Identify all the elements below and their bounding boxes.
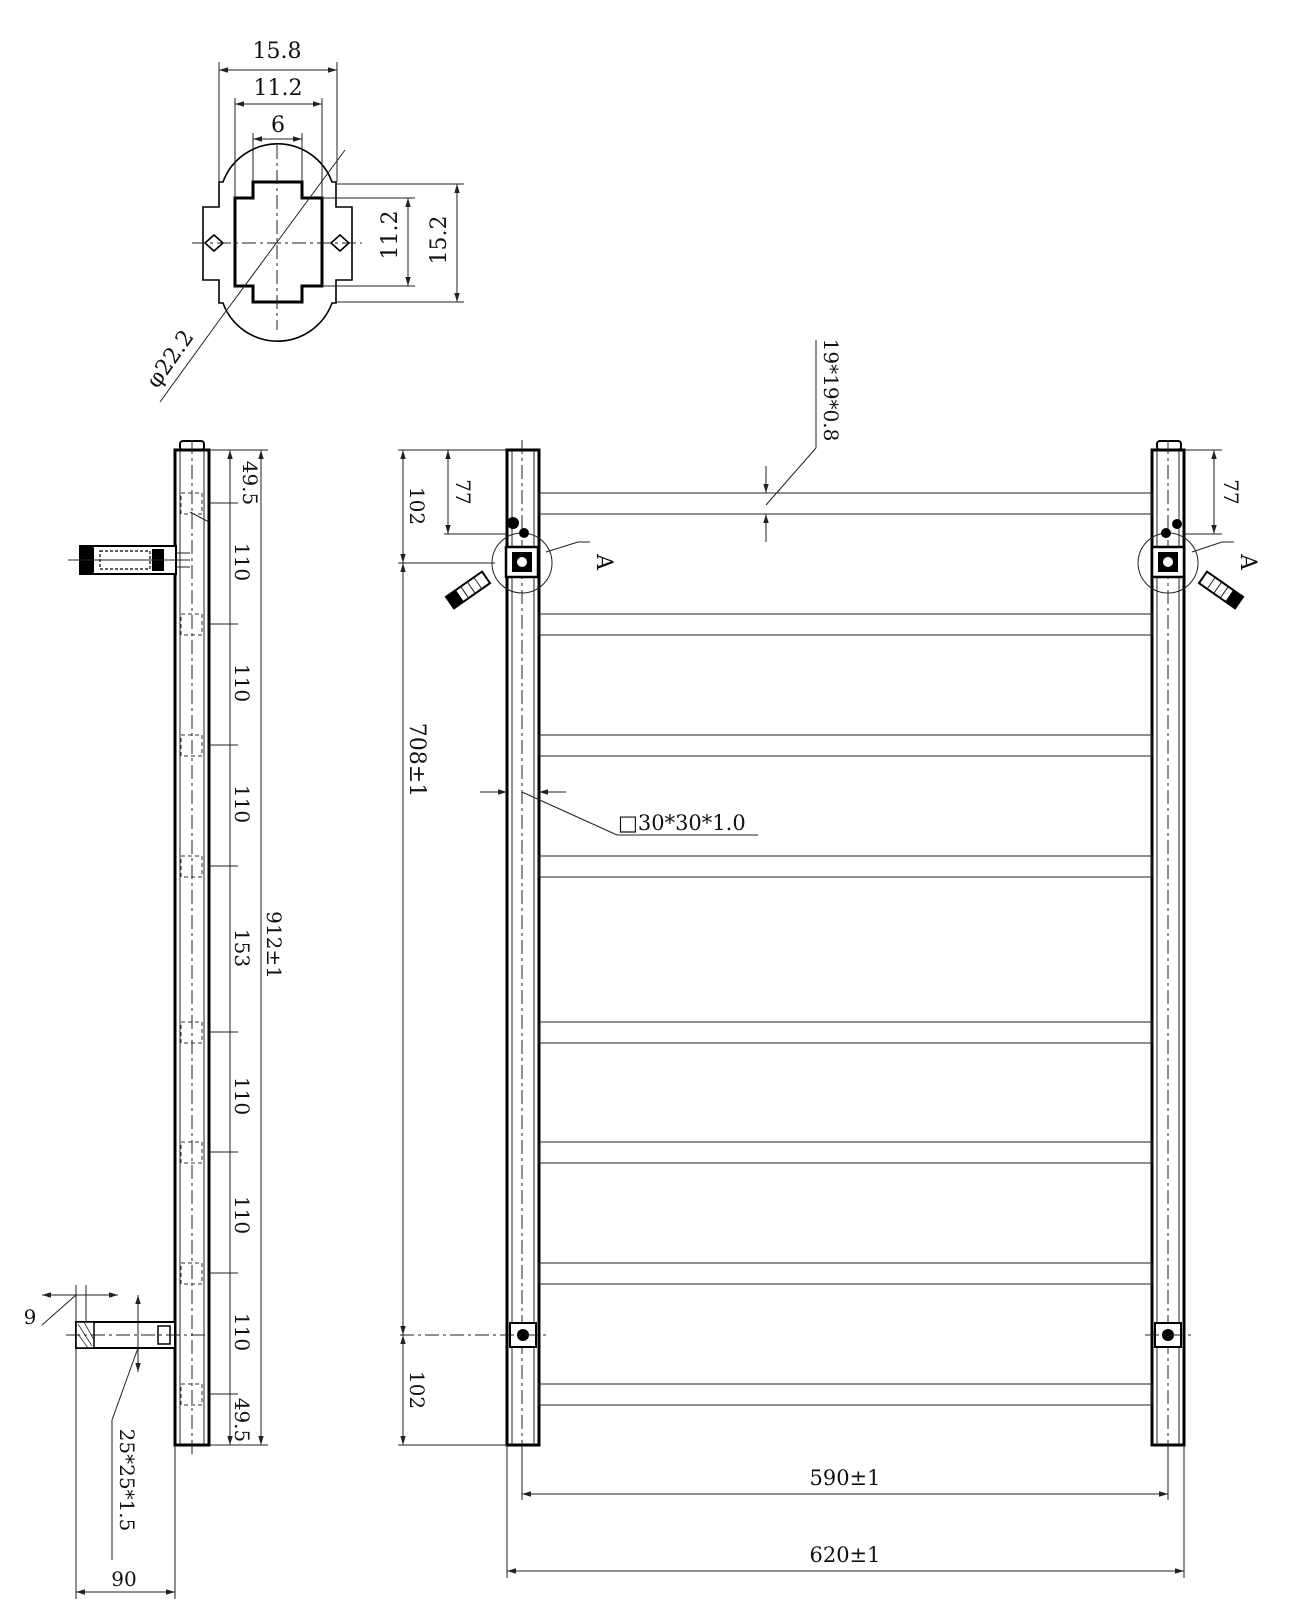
- side-dim-ticks: [209, 502, 238, 1395]
- dim-depth: 90: [111, 1567, 136, 1591]
- dim-top-to-bar: 77: [451, 479, 475, 504]
- dim-wall-gap: 9: [24, 1305, 37, 1329]
- dim-top-offset: 49.5: [238, 461, 262, 506]
- dim-height-inner: 11.2: [378, 211, 403, 260]
- dim-height-outer: 15.2: [427, 216, 452, 265]
- dim-spacing-1: 110: [230, 543, 254, 581]
- left-lower-bracket: [400, 1322, 548, 1348]
- dim-top-to-bracket: 102: [405, 487, 429, 525]
- left-upper-bracket: [444, 517, 553, 610]
- side-wall-bracket: [66, 1321, 206, 1349]
- left-upright: [505, 448, 541, 1447]
- dim-spacing-4: 153: [230, 929, 254, 967]
- dim-width-inner: 11.2: [254, 76, 303, 101]
- section-inner-cavity: [233, 180, 324, 304]
- front-view: A A 102 77 708±1 102 77: [398, 339, 1260, 1578]
- dim-tube-spec: □30*30*1.0: [618, 811, 746, 835]
- side-bar-hidden-ends: [180, 492, 203, 1406]
- right-upper-bracket: [1137, 519, 1245, 610]
- dim-bottom-to-bracket: 102: [405, 1371, 429, 1409]
- dim-bracket-tube: 25*25*1.5: [115, 1429, 139, 1532]
- detail-label-left: A: [591, 553, 616, 571]
- dim-width-outer: 15.8: [253, 39, 302, 64]
- dim-center-slot: 6: [271, 113, 285, 138]
- dim-overall-height: 912±1: [262, 911, 286, 979]
- dim-bottom-offset: 49.5: [230, 1398, 254, 1443]
- heating-element-connector: [68, 545, 190, 575]
- dim-spacing-5: 110: [230, 1077, 254, 1115]
- dim-bracket-spacing: 708±1: [404, 723, 429, 797]
- dim-overall-width: 620±1: [809, 1543, 880, 1567]
- section-view: 15.8 11.2 6 11.2 15.2 φ22.2: [142, 39, 464, 403]
- side-view: 49.5 110 110 110 153 110 110 110 49.5 91…: [24, 440, 286, 1599]
- right-lower-bracket: [1145, 1322, 1192, 1348]
- dim-center-width: 590±1: [809, 1466, 880, 1490]
- crossbars: [538, 492, 1153, 1406]
- dim-spacing-2: 110: [230, 664, 254, 702]
- dim-spacing-6: 110: [230, 1196, 254, 1234]
- dim-top-to-bar-right: 77: [1219, 479, 1243, 504]
- dim-bar-spec: 19*19*0.8: [819, 339, 843, 442]
- dim-spacing-7: 110: [230, 1313, 254, 1351]
- dim-spacing-3: 110: [230, 785, 254, 823]
- detail-label-right: A: [1235, 553, 1260, 571]
- section-outer-profile: [202, 143, 353, 342]
